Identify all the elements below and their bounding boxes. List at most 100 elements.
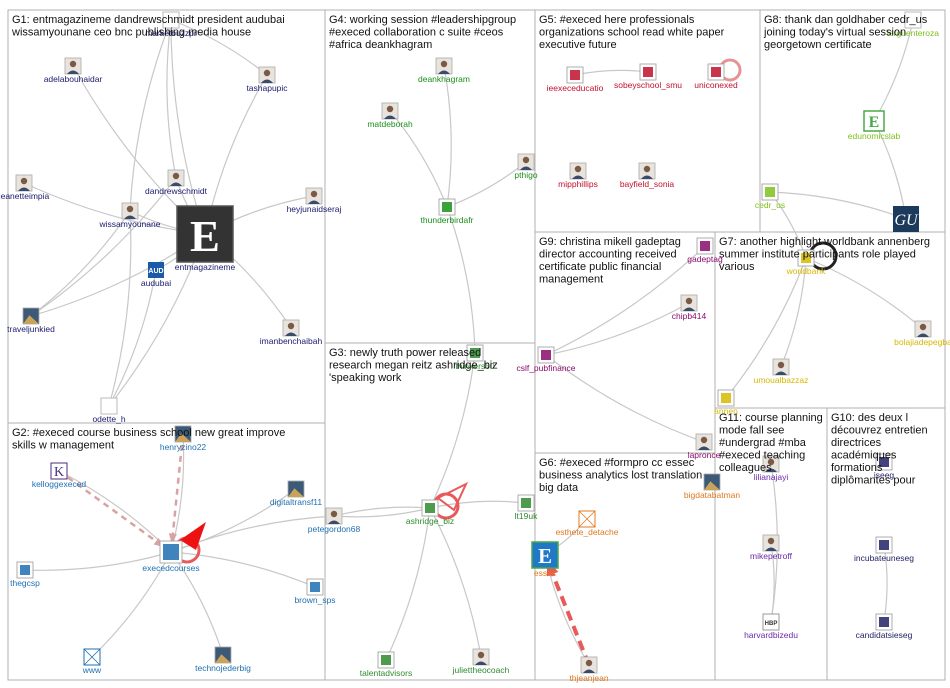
node-label: bigdatabatman: [684, 490, 741, 500]
node-mipphillips[interactable]: mipphillips: [558, 163, 598, 189]
node-wissamyounane[interactable]: wissamyounane: [99, 203, 161, 229]
node-heyjunaidseraj[interactable]: heyjunaidseraj: [287, 188, 342, 214]
group-title-layer: G1: entmagazineme dandrewschmidt preside…: [11, 14, 930, 494]
node-candidatsieseg[interactable]: candidatsieseg: [856, 614, 913, 640]
edge: [109, 211, 131, 406]
group-title-g10: G10: des deux ldécouvrez entretiendirect…: [831, 412, 928, 487]
node-label: odette_h: [92, 414, 125, 424]
group-title-g8: G8: thank dan goldhaber cedr_usjoining t…: [763, 14, 928, 51]
node-label: bayfield_sonia: [620, 179, 675, 189]
logo-icon: [567, 67, 583, 83]
logo-icon: [307, 579, 323, 595]
node-label: deankhagram: [418, 74, 470, 84]
person-icon: [306, 188, 322, 204]
node-thjeanjean[interactable]: thjeanjean: [569, 657, 609, 683]
person-icon: [681, 295, 697, 311]
person-icon: [696, 434, 712, 450]
node-www[interactable]: www: [82, 649, 102, 675]
person-icon: [518, 154, 534, 170]
node-incubateuneseg[interactable]: incubateuneseg: [854, 537, 914, 563]
node-label: harvardbizedu: [744, 630, 798, 640]
svg-text:HBP: HBP: [765, 621, 778, 627]
person-icon: [773, 359, 789, 375]
logo-e-icon: E: [532, 542, 558, 568]
node-brown_sps[interactable]: brown_sps: [294, 579, 335, 605]
person-icon: [915, 321, 931, 337]
edge: [386, 508, 430, 660]
photo-icon: [23, 308, 39, 324]
node-tashapupic[interactable]: tashapupic: [246, 67, 288, 93]
node-label: cslf_pubfinance: [516, 363, 575, 373]
node-thegcsp[interactable]: thegcsp: [10, 562, 40, 588]
logo-icon: [876, 537, 892, 553]
node-uniconexed[interactable]: uniconexed: [694, 64, 738, 90]
node-digitaltransf11[interactable]: digitaltransf11: [270, 481, 323, 507]
node-ieexeceducation[interactable]: ieexeceducatio: [547, 67, 604, 93]
node-label: thunderbirdafr: [421, 215, 474, 225]
node-matdeborah[interactable]: matdeborah: [367, 103, 413, 129]
node-imanbenchaibah[interactable]: imanbenchaibah: [260, 320, 323, 346]
logo-e-icon: E: [864, 111, 884, 131]
node-cedr_us[interactable]: cedr_us: [755, 184, 785, 210]
node-thunderbirdafr[interactable]: thunderbirdafr: [421, 199, 474, 225]
node-label: mikepetroff: [750, 551, 793, 561]
edge: [770, 192, 906, 219]
group-title-g6: G6: #execed #formpro cc essecbusiness an…: [539, 457, 702, 494]
group-title-g5: G5: #execed here professionalsorganizati…: [539, 14, 725, 51]
edge: [546, 303, 689, 355]
node-label: matdeborah: [367, 119, 413, 129]
photo-icon: [704, 474, 720, 490]
node-technojederbig[interactable]: technojederbig: [195, 647, 251, 673]
edge: [575, 70, 648, 75]
logo-icon: [718, 390, 734, 406]
node-odette_h[interactable]: odette_h: [92, 398, 125, 424]
blank-icon: [101, 398, 117, 414]
node-dandrewschmidt[interactable]: dandrewschmidt: [145, 170, 208, 196]
photo-icon: [288, 481, 304, 497]
node-georgetown[interactable]: GU: [893, 206, 919, 232]
logo-icon: [538, 347, 554, 363]
node-label: pthigo: [514, 170, 537, 180]
node-mikepetroff[interactable]: mikepetroff: [750, 535, 793, 561]
group-title-g9: G9: christina mikell gadeptagdirector ac…: [539, 236, 681, 286]
person-icon: [122, 203, 138, 219]
person-icon: [581, 657, 597, 673]
person-icon: [65, 58, 81, 74]
node-juliettheocoach[interactable]: juliettheocoach: [452, 649, 510, 675]
node-umoualbazzaz[interactable]: umoualbazzaz: [754, 359, 809, 385]
node-label: mipphillips: [558, 179, 598, 189]
node-label: essec: [534, 568, 557, 578]
node-jeanetteimpia[interactable]: jeanetteimpia: [0, 175, 50, 201]
node-label: traveljunkied: [7, 324, 55, 334]
node-label: heyjunaidseraj: [287, 204, 342, 214]
person-icon: [763, 535, 779, 551]
node-bayfield_sonia[interactable]: bayfield_sonia: [620, 163, 675, 189]
edge: [430, 508, 481, 657]
node-label: umoualbazzaz: [754, 375, 809, 385]
node-esthete_detache[interactable]: esthete_detache: [556, 511, 619, 537]
node-sobeyschool_smu[interactable]: sobeyschool_smu: [614, 64, 682, 90]
node-gadeptag[interactable]: gadeptag: [687, 238, 723, 264]
node-deankhagram[interactable]: deankhagram: [418, 58, 470, 84]
node-label: cedr_us: [755, 200, 785, 210]
node-pthigo[interactable]: pthigo: [514, 154, 537, 180]
node-chipb414[interactable]: chipb414: [672, 295, 707, 321]
node-adelabouhaidar[interactable]: adelabouhaidar: [44, 58, 103, 84]
node-label: petegordon68: [308, 524, 361, 534]
svg-text:E: E: [538, 545, 552, 568]
svg-text:E: E: [869, 114, 880, 131]
node-harvardbizedu[interactable]: HBP harvardbizedu: [744, 614, 798, 640]
node-bolajiadepegba[interactable]: bolajiadepegba: [894, 321, 950, 347]
node-talentadvisors[interactable]: talentadvisors: [360, 652, 412, 678]
broken-image-icon: [579, 511, 595, 527]
edge: [444, 66, 451, 207]
node-traveljunkied[interactable]: traveljunkied: [7, 308, 55, 334]
person-icon: [436, 58, 452, 74]
arrow-head-icon: [180, 522, 206, 550]
